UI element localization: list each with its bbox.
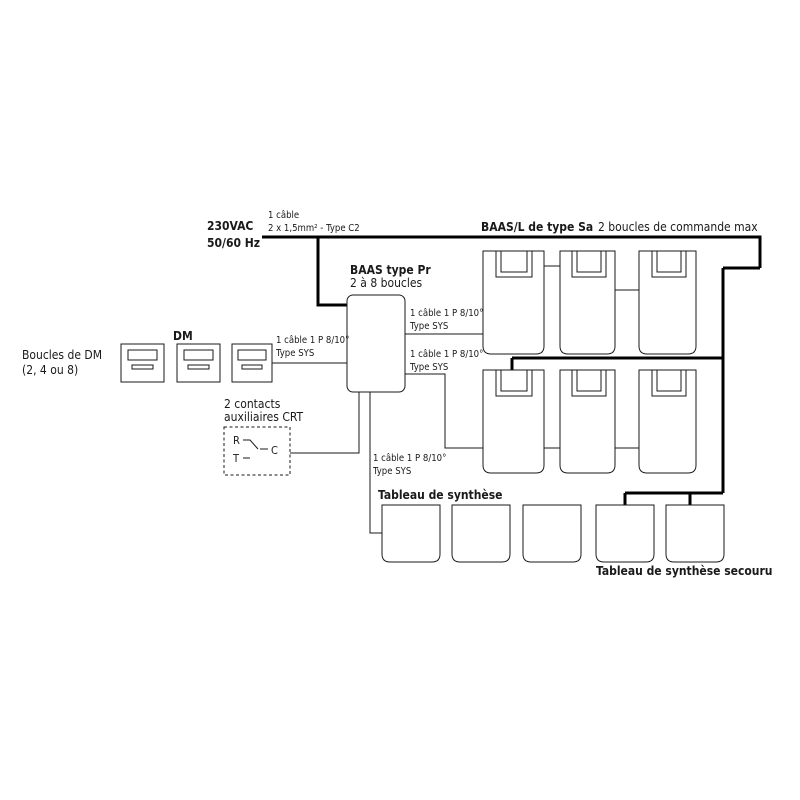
synthesis-panels — [381, 504, 725, 563]
synthesis-panel — [381, 504, 441, 563]
synthesis-backup-label: Tableau de synthèse secouru — [596, 564, 773, 578]
dm-units — [120, 343, 273, 383]
synthesis-cable-label-1: 1 câble 1 P 8/10° — [373, 453, 446, 464]
frequency-label: 50/60 Hz — [207, 236, 260, 250]
dm-unit — [231, 343, 273, 383]
contacts-label-1: 2 contacts — [224, 397, 281, 411]
baas-sa-unit — [559, 369, 616, 474]
contact-r-label: R — [233, 434, 240, 447]
synthesis-backup-panel — [595, 504, 655, 563]
crt-contacts: R T C — [223, 426, 291, 476]
baas-sa-unit — [559, 250, 616, 355]
baas-pr-subtitle: 2 à 8 boucles — [350, 276, 423, 290]
sa-row2-cable-label-2: Type SYS — [409, 362, 448, 373]
sa-row2-cable-label-1: 1 câble 1 P 8/10° — [410, 349, 483, 360]
baas-sa-row-2 — [482, 369, 697, 474]
baas-sa-title: BAAS/L de type Sa — [481, 220, 593, 234]
baas-sa-unit — [638, 369, 697, 474]
dm-unit — [176, 343, 221, 383]
contact-c-label: C — [271, 444, 278, 457]
synthesis-panel — [522, 504, 582, 563]
power-line — [262, 235, 762, 505]
baas-sa-row-1 — [482, 250, 697, 355]
dm-label: DM — [173, 329, 193, 343]
power-cable-label-1: 1 câble — [268, 210, 299, 221]
synthesis-label: Tableau de synthèse — [378, 488, 502, 502]
baas-sa-unit — [482, 250, 545, 355]
baas-sa-unit — [482, 369, 545, 474]
voltage-label: 230VAC — [207, 219, 253, 233]
baas-sa-unit — [638, 250, 697, 355]
contact-t-label: T — [232, 452, 240, 465]
sa-row1-cable-label-1: 1 câble 1 P 8/10° — [410, 308, 483, 319]
sa-row1-cable-label-2: Type SYS — [409, 321, 448, 332]
contacts-label-2: auxiliaires CRT — [224, 410, 303, 424]
dm-cable-label-2: Type SYS — [275, 348, 314, 359]
synthesis-backup-panel — [665, 504, 725, 563]
baas-pr-unit — [346, 294, 406, 393]
baas-pr-title: BAAS type Pr — [350, 263, 431, 277]
dm-loops-label-1: Boucles de DM — [22, 348, 102, 362]
power-cable-label-2: 2 x 1,5mm² - Type C2 — [268, 223, 360, 234]
dm-cable-label-1: 1 câble 1 P 8/10° — [276, 335, 349, 346]
dm-loops-label-2: (2, 4 ou 8) — [22, 363, 78, 377]
synthesis-cable-label-2: Type SYS — [372, 466, 411, 477]
dm-unit — [120, 343, 165, 383]
baas-sa-note: 2 boucles de commande max — [598, 220, 758, 234]
synthesis-panel — [451, 504, 511, 563]
